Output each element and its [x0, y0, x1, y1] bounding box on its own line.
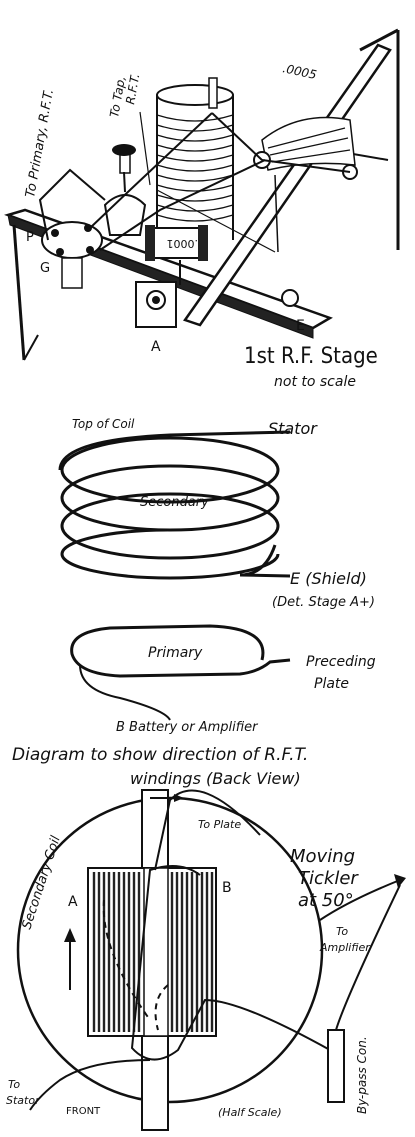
binding-post-e [281, 289, 299, 307]
grid-leak [103, 144, 147, 236]
label-b-winding: B [222, 880, 232, 896]
secondary-coil-drawing: Top of Coil Stator Secondary E (Shield) … [58, 417, 375, 610]
cap-value-label: .0005 [281, 61, 318, 82]
tickler-label: Tickler [298, 868, 359, 889]
caption-line-1: Diagram to show direction of R.F.T. [12, 745, 308, 765]
stator-label: Stator [268, 419, 318, 438]
bypass-label: By-pass Con. [355, 1036, 369, 1114]
top-of-coil-label: Top of Coil [72, 417, 135, 431]
secondary-coil-label: Secondary Coil [20, 834, 64, 931]
moving-label: Moving [290, 846, 355, 867]
to-stator-to: To [8, 1078, 20, 1091]
angle-label: at 50° [298, 890, 354, 911]
label-a: A [151, 339, 161, 355]
to-tap-rft-label: R.F.T. [123, 73, 142, 106]
label-e: E [296, 318, 305, 334]
variable-condenser [253, 116, 358, 180]
to-stator-label: Stator [6, 1094, 41, 1107]
caption-line-2: windings (Back View) [130, 769, 301, 788]
fixed-condenser [145, 225, 208, 261]
rft-windings-drawing: Diagram to show direction of R.F.T. wind… [6, 745, 406, 1131]
half-scale-label: (Half Scale) [218, 1106, 282, 1119]
to-plate-label: To Plate [198, 818, 241, 831]
panel-subtitle: not to scale [274, 374, 356, 390]
amplifier-label: Amplifier [319, 941, 371, 954]
label-g: G [40, 261, 50, 276]
det-stage-label: (Det. Stage A+) [272, 595, 375, 610]
primary-coil-drawing: Primary Preceding Plate B Battery or Amp… [70, 624, 376, 735]
plate-label: Plate [314, 676, 349, 692]
front-label: FRONT [66, 1106, 101, 1117]
panel-title: 1st R.F. Stage [244, 344, 378, 369]
to-label: To [336, 925, 348, 938]
label-a-winding: A [68, 894, 78, 910]
preceding-label: Preceding [306, 654, 376, 670]
secondary-label: Secondary [140, 495, 209, 510]
label-p: P [26, 230, 34, 245]
tube-socket [41, 221, 103, 289]
cond-value-label: .0001 [167, 237, 199, 250]
b-battery-label: B Battery or Amplifier [116, 720, 259, 735]
primary-label: Primary [148, 645, 203, 661]
shield-label: E (Shield) [290, 569, 367, 588]
to-primary-label: To Primary, R.F.T. [23, 88, 57, 199]
rft-coil [156, 77, 234, 240]
bypass-condenser [327, 1029, 345, 1103]
rf-stage-drawing: To Primary, R.F.T. To Tap, R.F.T. .0005 … [4, 28, 400, 390]
binding-post-a [135, 281, 177, 328]
